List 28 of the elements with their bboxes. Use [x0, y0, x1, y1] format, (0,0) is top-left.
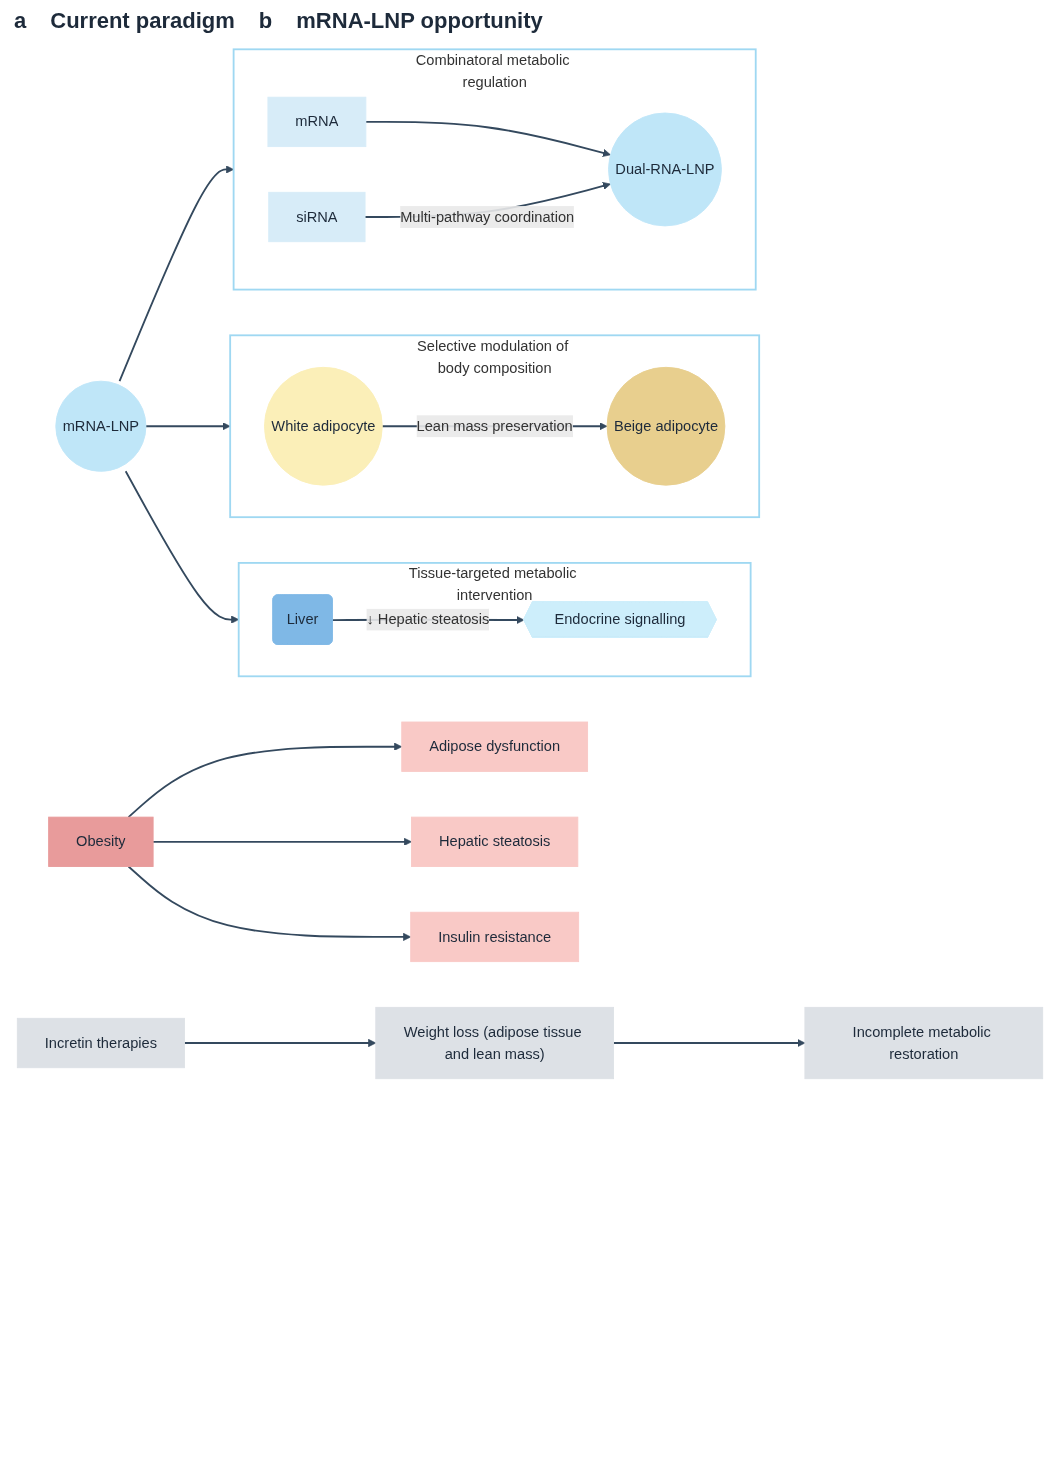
node-box: siRNA	[268, 191, 366, 243]
arrow	[364, 121, 611, 157]
edge-label: Lean mass preservation	[416, 418, 573, 434]
node-box: Adipose dysfunction	[401, 721, 589, 772]
node-box: Insulin resistance	[410, 911, 580, 963]
arrow	[118, 165, 234, 383]
node-box: Hepatic steatosis	[411, 816, 579, 867]
node-box: Incretin therapies	[16, 1017, 185, 1069]
edge-label: ↓ Hepatic steatosis	[366, 611, 490, 627]
node-circle: Dual-RNA-LNP	[608, 112, 722, 227]
node-circle: White adipocyte	[264, 366, 383, 486]
panel-heading: Current paradigm	[50, 8, 235, 34]
node-circle: mRNA-LNP	[55, 380, 147, 472]
panel-letter: b	[258, 8, 273, 34]
node-circle: Beige adipocyte	[606, 366, 726, 486]
node-box: Weight loss (adipose tissue and lean mass)	[375, 1006, 614, 1080]
arrow	[612, 1039, 806, 1048]
edge-label: Multi-pathway coordination	[400, 208, 575, 225]
node-box: Obesity	[48, 816, 154, 867]
arrow	[127, 742, 403, 819]
arrow	[127, 865, 412, 941]
panel-heading: mRNA-LNP opportunity	[296, 8, 543, 34]
node-box: mRNA	[267, 96, 367, 148]
arrow	[152, 837, 412, 846]
arrow	[145, 422, 231, 431]
node-box: Incomplete metabolic restoration	[804, 1006, 1044, 1080]
panel-letter: a	[14, 8, 27, 34]
arrow	[183, 1039, 377, 1048]
